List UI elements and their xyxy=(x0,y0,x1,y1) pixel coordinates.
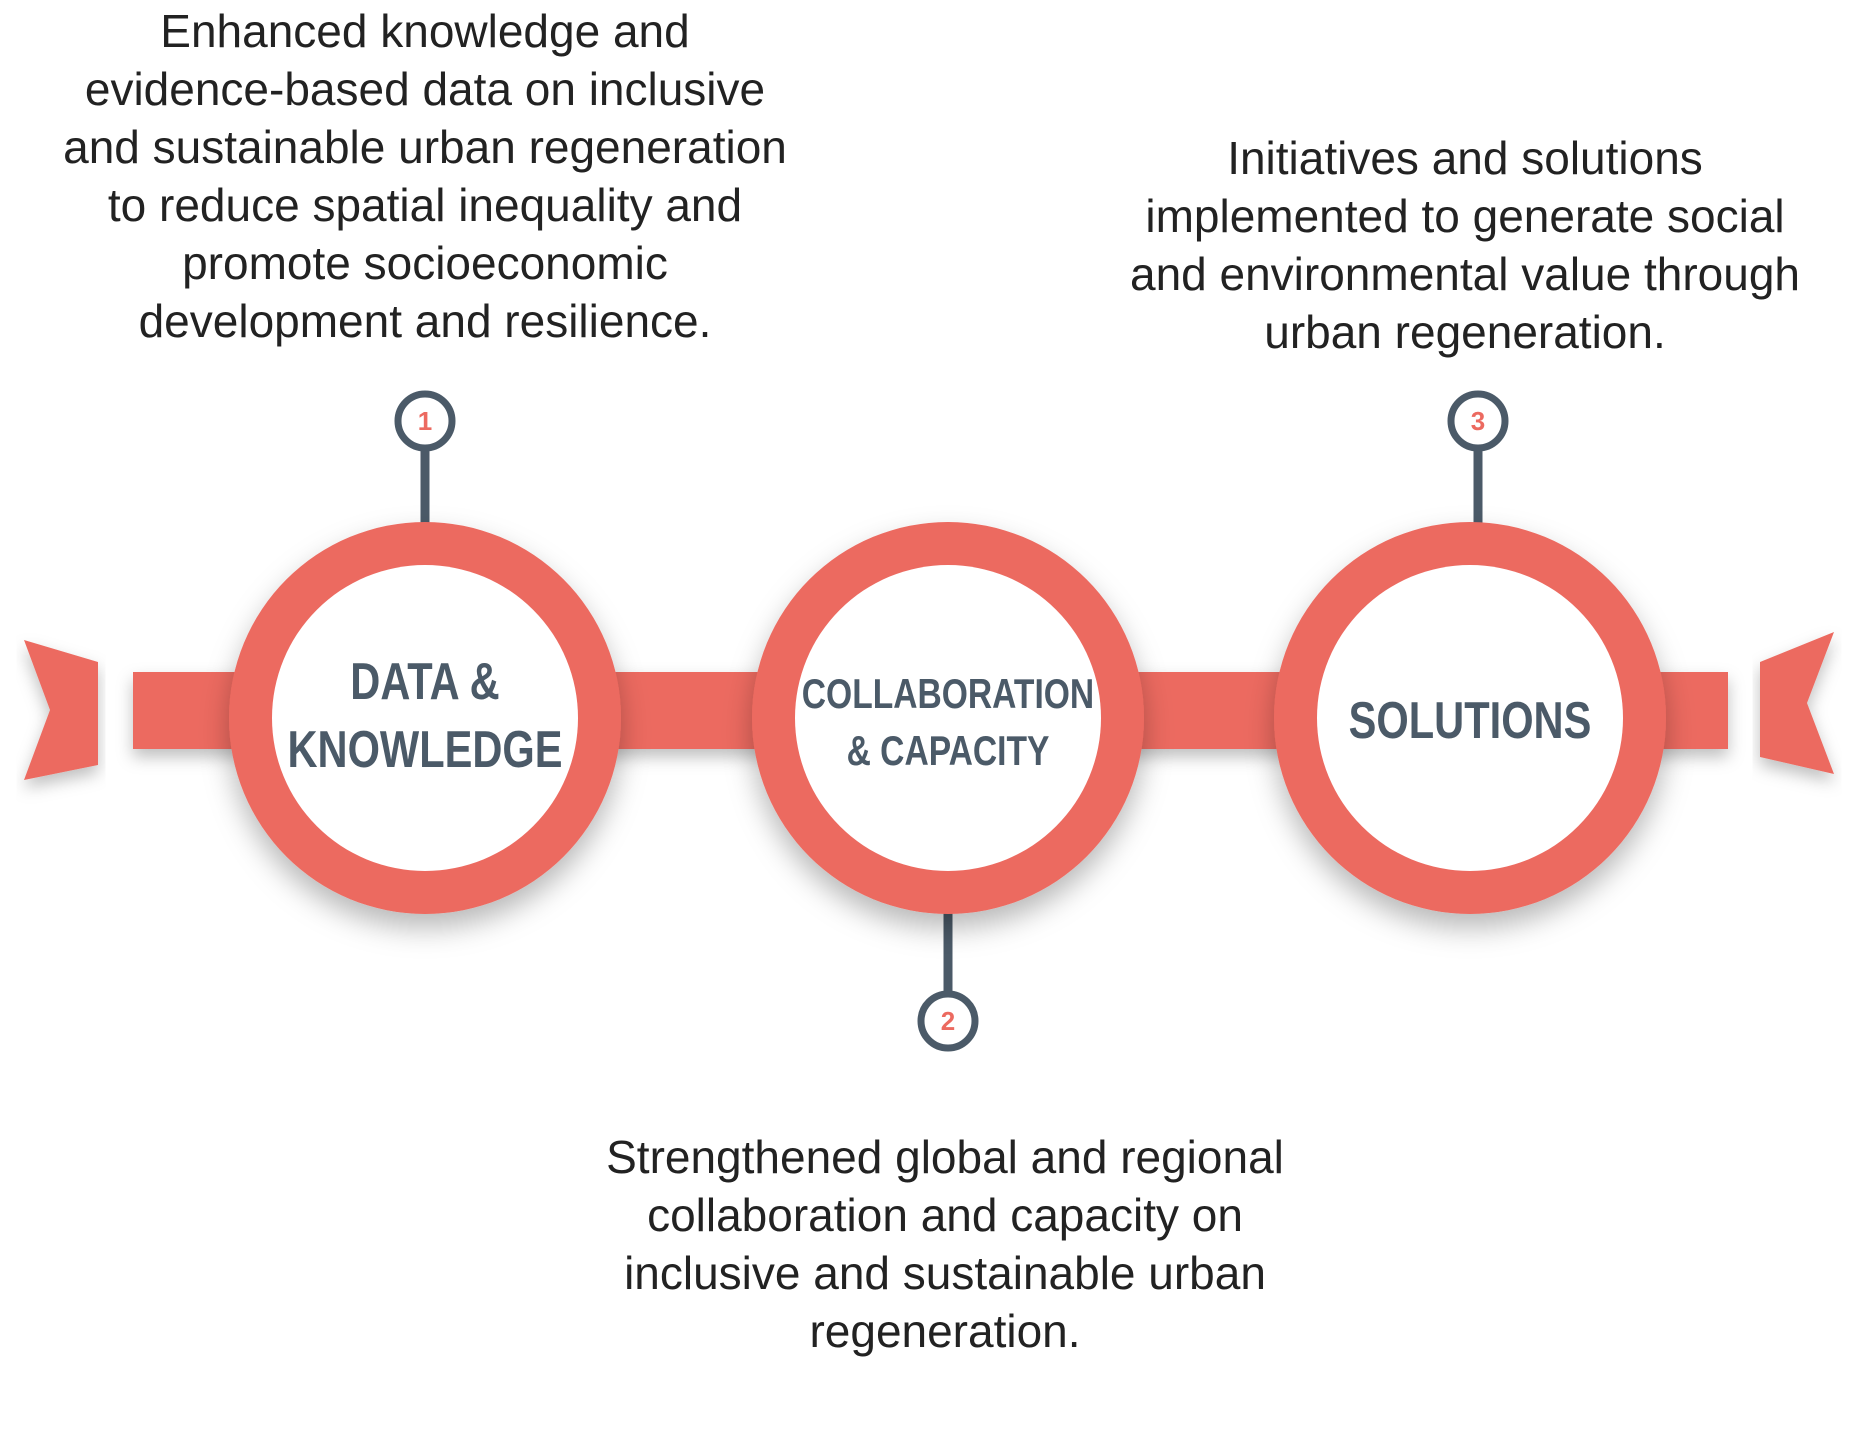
description-line: and environmental value through xyxy=(1129,248,1800,300)
step-1-description: Enhanced knowledge and evidence-based da… xyxy=(20,2,830,350)
ribbon-left-end xyxy=(24,640,98,780)
badge-1: 1 xyxy=(394,390,456,452)
node-3-title: SOLUTIONS xyxy=(1310,687,1630,755)
description-line: Enhanced knowledge and xyxy=(160,5,690,57)
step-3-description: Initiatives and solutions implemented to… xyxy=(1065,129,1865,361)
node-2-title-line: & CAPACITY xyxy=(846,727,1050,774)
ribbon-right-end xyxy=(1760,632,1834,774)
description-line: implemented to generate social xyxy=(1145,190,1785,242)
description-line: inclusive and sustainable urban xyxy=(624,1247,1266,1299)
description-line: promote socioeconomic xyxy=(182,237,668,289)
description-line: Strengthened global and regional xyxy=(606,1131,1284,1183)
badge-1-number: 1 xyxy=(418,406,432,436)
description-line: to reduce spatial inequality and xyxy=(107,179,743,231)
node-3 xyxy=(1274,522,1666,914)
step-2-description: Strengthened global and regional collabo… xyxy=(545,1128,1345,1360)
node-1 xyxy=(229,522,621,914)
description-line: Initiatives and solutions xyxy=(1227,132,1703,184)
node-3-title-line: SOLUTIONS xyxy=(1348,692,1592,750)
node-2 xyxy=(752,522,1144,914)
description-line: regeneration. xyxy=(809,1305,1081,1357)
node-1-title-line: DATA & xyxy=(350,653,500,711)
description-line: urban regeneration. xyxy=(1264,306,1666,358)
description-line: collaboration and capacity on xyxy=(647,1189,1243,1241)
badge-2-number: 2 xyxy=(941,1006,955,1036)
node-2-title: COLLABORATION & CAPACITY xyxy=(788,665,1108,779)
badge-3: 3 xyxy=(1447,390,1509,452)
description-line: development and resilience. xyxy=(138,295,712,347)
node-1-title-line: KNOWLEDGE xyxy=(287,721,563,779)
badge-3-number: 3 xyxy=(1471,406,1485,436)
node-1-title: DATA & KNOWLEDGE xyxy=(265,648,585,784)
description-line: and sustainable urban regeneration xyxy=(63,121,787,173)
node-2-title-line: COLLABORATION xyxy=(801,670,1095,717)
badge-2: 2 xyxy=(917,990,979,1052)
description-line: evidence-based data on inclusive xyxy=(84,63,766,115)
